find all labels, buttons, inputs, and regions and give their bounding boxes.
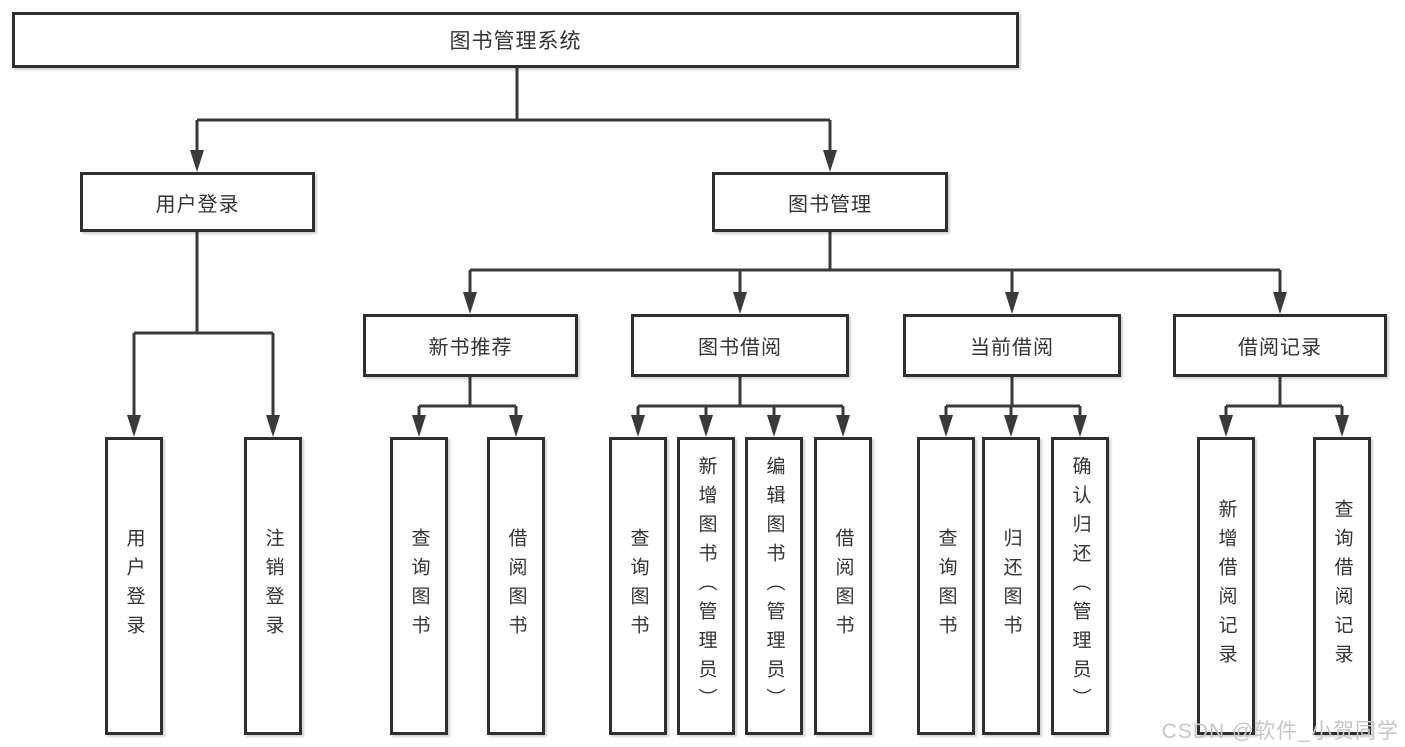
node-label: 借阅记录 [1238, 337, 1322, 359]
leaf-borrow-books-borrowing: 借阅图书 [814, 437, 872, 735]
connector-currentborrow-to-leaves [944, 377, 1082, 417]
connector-root-to-level2 [195, 68, 832, 152]
node-current-borrowing: 当前借阅 [903, 314, 1121, 377]
csdn-watermark: CSDN @软件_小贺同学 [1161, 720, 1399, 743]
arrowhead [1005, 292, 1019, 314]
arrowhead [699, 415, 713, 437]
leaf-query-borrow-record: 查询借阅记录 [1313, 437, 1371, 735]
arrowhead [631, 415, 645, 437]
leaf-logout: 注销登录 [244, 437, 302, 735]
arrowhead [412, 415, 426, 437]
arrowhead [823, 150, 837, 172]
node-new-book-recommend: 新书推荐 [363, 314, 578, 377]
node-book-borrowing: 图书借阅 [631, 314, 849, 377]
leaf-query-books-recommend: 查询图书 [390, 437, 448, 735]
arrowhead [266, 415, 280, 437]
arrowhead [733, 292, 747, 314]
node-book-management: 图书管理 [712, 172, 948, 232]
node-label: 图书借阅 [698, 337, 782, 359]
arrowhead [1004, 415, 1018, 437]
arrowhead [836, 415, 850, 437]
leaf-user-login: 用户登录 [105, 437, 163, 735]
node-label: 图书管理系统 [449, 30, 582, 53]
arrowhead [939, 415, 953, 437]
leaf-query-books-borrowing: 查询图书 [609, 437, 667, 735]
node-label: 查询图书 [935, 528, 957, 644]
node-label: 用户登录 [123, 528, 145, 644]
node-label: 查询借阅记录 [1331, 499, 1353, 673]
leaf-add-books-admin: 新增图书（管理员） [677, 437, 735, 735]
node-label: 借阅图书 [832, 528, 854, 644]
node-label: 查询图书 [627, 528, 649, 644]
node-label: 新增图书（管理员） [695, 455, 717, 717]
arrowhead [463, 292, 477, 314]
node-user-login: 用户登录 [80, 172, 315, 232]
node-borrowing-records: 借阅记录 [1173, 314, 1387, 377]
arrowhead [767, 415, 781, 437]
leaf-confirm-return-admin: 确认归还（管理员） [1051, 437, 1109, 735]
node-label: 编辑图书（管理员） [763, 455, 785, 717]
connector-borrowrecords-to-leaves [1224, 377, 1344, 417]
node-label: 归还图书 [1000, 528, 1022, 644]
node-label: 查询图书 [408, 528, 430, 644]
arrowhead [1335, 415, 1349, 437]
node-label: 图书管理 [788, 193, 872, 216]
node-label: 注销登录 [262, 528, 284, 644]
connector-userlogin-to-leaves [132, 232, 275, 417]
node-label: 确认归还（管理员） [1069, 455, 1091, 717]
node-library-management-system: 图书管理系统 [12, 12, 1019, 68]
node-label: 借阅图书 [505, 528, 527, 644]
arrowhead [190, 150, 204, 172]
leaf-edit-books-admin: 编辑图书（管理员） [745, 437, 803, 735]
arrowhead [1273, 292, 1287, 314]
arrowhead [1219, 415, 1233, 437]
arrowhead [127, 415, 141, 437]
arrowhead [1073, 415, 1087, 437]
arrowhead [509, 415, 523, 437]
node-label: 新增借阅记录 [1215, 499, 1237, 673]
connector-newbookrec-to-leaves [417, 377, 518, 417]
connector-bookmgmt-to-level3 [468, 232, 1282, 294]
leaf-borrow-books-recommend: 借阅图书 [487, 437, 545, 735]
node-label: 用户登录 [155, 193, 240, 216]
leaf-return-books: 归还图书 [982, 437, 1040, 735]
connector-bookborrow-to-leaves [636, 377, 845, 417]
node-label: 新书推荐 [428, 337, 513, 359]
leaf-add-borrow-record: 新增借阅记录 [1197, 437, 1255, 735]
leaf-query-books-current: 查询图书 [917, 437, 975, 735]
node-label: 当前借阅 [970, 337, 1054, 359]
